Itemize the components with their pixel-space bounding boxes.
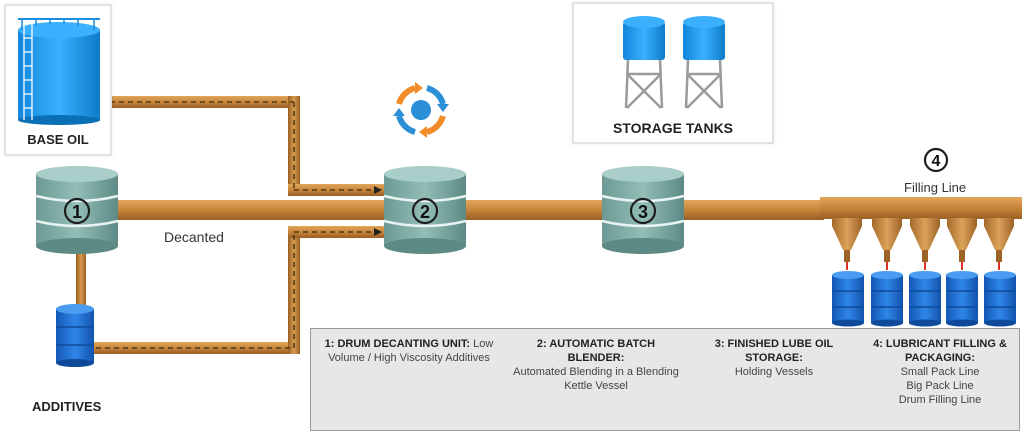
step-4-line-3: Drum Filling Line: [898, 394, 982, 406]
step-1-title: 1: DRUM DECANTING UNIT:: [324, 338, 471, 350]
funnel-icon: [832, 218, 862, 270]
step-4-description: 4: LUBRICANT FILLING & PACKAGING: Small …: [867, 337, 1013, 407]
drum-icon: [871, 271, 903, 327]
step-3-description: 3: FINISHED LUBE OIL STORAGE: Holding Ve…: [689, 337, 859, 379]
step-3-title: 3: FINISHED LUBE OIL STORAGE:: [714, 338, 834, 364]
step-4-title-line-2: PACKAGING:: [904, 352, 976, 364]
base-oil-pipe: [108, 96, 384, 196]
decanted-label: Decanted: [164, 229, 224, 245]
additives-pipe: [76, 226, 384, 354]
vessel-1: [35, 166, 119, 254]
unit-number-3: 3: [638, 202, 648, 222]
unit-number-1: 1: [72, 202, 82, 222]
drum-icon: [909, 271, 941, 327]
storage-tanks-card: STORAGE TANKS: [572, 2, 774, 144]
funnel-icon: [910, 218, 940, 270]
drum-icon: [946, 271, 978, 327]
step-4-title: 4: LUBRICANT FILLING &: [873, 338, 1007, 350]
step-2-line-1: Automated Blending in a Blending: [513, 366, 679, 378]
step-4-line-2: Big Pack Line: [906, 380, 974, 392]
funnel-icon: [872, 218, 902, 270]
additives-label: ADDITIVES: [32, 399, 102, 414]
base-oil-card: BASE OIL: [4, 4, 112, 156]
water-tower-icon: [623, 16, 665, 109]
unit-number-2: 2: [420, 202, 430, 222]
vessel-2: [383, 166, 467, 254]
unit-number-4: 4: [932, 153, 941, 170]
process-steps-panel: 1: DRUM DECANTING UNIT: Low Volume / Hig…: [310, 328, 1020, 431]
step-3-line-1: Holding Vessels: [734, 366, 814, 378]
step-1-line-1: Low: [473, 338, 494, 350]
additives-drum-icon: [56, 304, 94, 367]
base-oil-tank-icon: [18, 18, 100, 125]
drum-icon: [832, 271, 864, 327]
funnel-icon: [947, 218, 977, 270]
drum-icon: [984, 271, 1016, 327]
storage-tanks-label: STORAGE TANKS: [612, 120, 734, 136]
step-1-description: 1: DRUM DECANTING UNIT: Low Volume / Hig…: [317, 337, 501, 365]
filling-line-label: Filling Line: [904, 180, 967, 195]
base-oil-label: BASE OIL: [27, 132, 89, 147]
step-2-title: 2: AUTOMATIC BATCH BLENDER:: [536, 338, 656, 364]
step-2-line-2: Kettle Vessel: [564, 380, 628, 392]
funnel-icon: [984, 218, 1014, 270]
step-4-line-1: Small Pack Line: [900, 366, 980, 378]
unit-4-marker: [923, 147, 949, 173]
vessel-3: [601, 166, 685, 254]
step-2-description: 2: AUTOMATIC BATCH BLENDER: Automated Bl…: [507, 337, 685, 393]
main-process-pipe: [116, 197, 1022, 220]
water-tower-icon: [683, 16, 725, 109]
step-1-line-2: Volume / High Viscosity Additives: [328, 352, 490, 364]
cycle-icon: [393, 82, 449, 138]
